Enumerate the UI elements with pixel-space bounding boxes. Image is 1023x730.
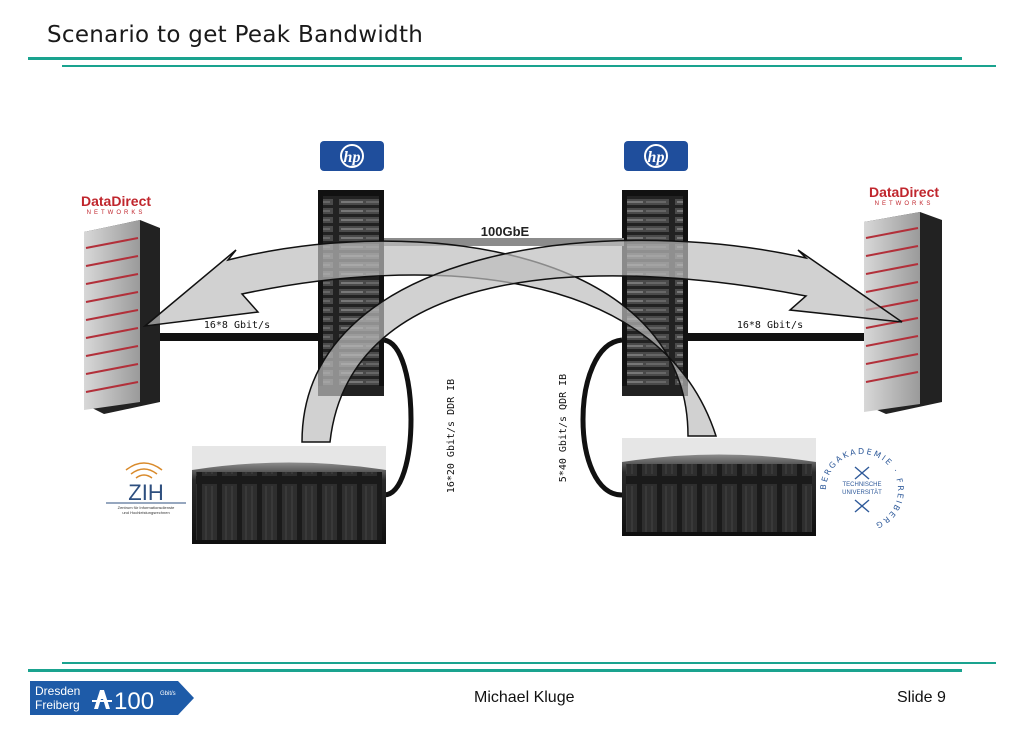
footer-logo-line2: Freiberg <box>35 698 80 712</box>
machine-room-photo-left <box>192 446 386 544</box>
top-rule-secondary <box>62 65 996 67</box>
tu-seal-line2: UNIVERSITÄT <box>842 489 882 496</box>
ddn-logo-right-sub: NETWORKS <box>875 201 934 207</box>
ib-link-left-curve <box>383 337 414 498</box>
label-ib-left: 16*20 Gbit/s DDR IB <box>446 379 457 493</box>
top-rule <box>28 57 962 60</box>
bottom-rule <box>62 662 996 664</box>
footer-logo-number: 100 <box>114 688 154 715</box>
footer-author: Michael Kluge <box>474 689 575 706</box>
tu-freiberg-seal: BERGAKADEMIE · FREIBERG TECHNISCHE UNIVE… <box>819 447 905 531</box>
data-flow-arrow-to-left-storage <box>142 240 718 437</box>
machine-room-photo-right <box>622 438 816 536</box>
tu-seal-line1: TECHNISCHE <box>842 482 881 488</box>
zih-logo-sub1: Zentrum für Informationsdienste <box>118 505 175 510</box>
zih-logo-name: ZIH <box>128 480 163 505</box>
hp-logo-left: hp <box>320 141 384 171</box>
slide-title: Scenario to get Peak Bandwidth <box>47 22 424 48</box>
zih-logo-sub2: und Hochleistungsrechnen <box>122 510 169 515</box>
footer-logo-line1: Dresden <box>35 684 80 698</box>
svg-text:BERGAKADEMIE · FREIBERG: BERGAKADEMIE · FREIBERG <box>819 447 905 531</box>
dresden-freiberg-100-logo: Dresden Freiberg 100 Gbit/s <box>30 681 194 715</box>
ddn-logo-left-sub: NETWORKS <box>87 210 146 216</box>
ddn-logo-left: DataDirect NETWORKS <box>81 193 151 216</box>
link-left-storage <box>160 333 318 341</box>
label-100gbe: 100GbE <box>481 224 530 239</box>
bottom-rule-secondary <box>28 669 962 672</box>
tu-seal-ring-text: BERGAKADEMIE · FREIBERG <box>819 447 903 531</box>
highway-icon <box>92 690 112 709</box>
label-link-left: 16*8 Gbit/s <box>204 320 270 331</box>
footer-logo-unit: Gbit/s <box>160 691 176 697</box>
ddn-logo-right: DataDirect NETWORKS <box>869 184 939 207</box>
zih-logo: ZIH Zentrum für Informationsdienste und … <box>106 462 186 515</box>
data-flow-arrow-to-right-storage <box>301 239 903 443</box>
link-right-storage <box>688 333 864 341</box>
hp-server-rack-right <box>622 190 688 396</box>
hp-logo-right: hp <box>624 141 688 171</box>
hp-logo-left-text: hp <box>344 149 361 166</box>
ddn-logo-right-name: DataDirect <box>869 184 939 200</box>
ddn-storage-rack-left <box>84 220 160 414</box>
hammer-pick-icon <box>854 466 870 513</box>
ib-link-right-curve <box>580 337 623 498</box>
footer-slide-number: Slide 9 <box>897 689 946 706</box>
hp-logo-right-text: hp <box>648 149 665 166</box>
ddn-logo-left-name: DataDirect <box>81 193 151 209</box>
link-100gbe <box>384 238 624 246</box>
label-link-right: 16*8 Gbit/s <box>737 320 803 331</box>
label-ib-right: 5*40 Gbit/s QDR IB <box>558 374 569 482</box>
